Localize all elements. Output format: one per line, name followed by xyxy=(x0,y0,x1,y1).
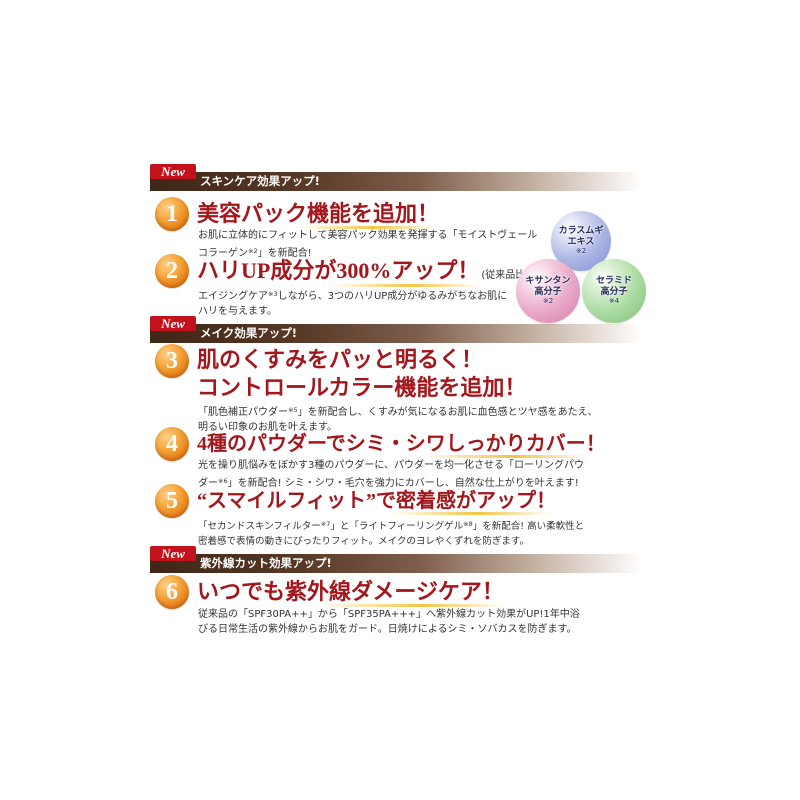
section-header-skincare: スキンケア効果アップ! xyxy=(150,172,642,191)
footnote-mark: ※4 xyxy=(608,297,620,305)
feature-title-4: 4種のパウダーでシミ・シワしっかりカバー！ xyxy=(197,433,606,455)
feature-title-2: ハリUP成分が300%アップ！(従来品比) xyxy=(197,257,529,290)
footnote-mark: ※3 xyxy=(268,290,278,298)
description-line: お肌に立体的にフィットして美容パック効果を発揮する「モイストヴェール xyxy=(198,229,538,244)
ingredient-name: 高分子 xyxy=(600,286,628,297)
number-badge-6: 6 xyxy=(155,575,189,609)
footnote-mark: ※8 xyxy=(463,520,473,528)
description-line: ダー※6」を新配合! シミ・シワ・毛穴を強力にカバーし、自然な仕上がりを叶えます… xyxy=(198,474,608,492)
description-text: エイジングケア xyxy=(198,291,268,302)
footnote-mark: ※2 xyxy=(575,247,587,255)
description-text: 」を新配合! xyxy=(257,247,312,259)
feature-description-3: 「肌色補正パウダー※5」を新配合し、くすみが気になるお肌に血色感とツヤ感をあたえ… xyxy=(198,403,608,435)
description-text: ダー xyxy=(198,477,218,489)
section-heading: スキンケア効果アップ! xyxy=(200,174,320,188)
description-text: しながら、3つのハリUP成分がゆるみがちなお肌に xyxy=(277,291,508,302)
section-heading: 紫外線カット効果アップ! xyxy=(200,556,332,570)
feature-title-text: ハリUP成分が300%アップ！ xyxy=(197,258,480,283)
description-text: 「セカンドスキンフィルター xyxy=(198,521,321,532)
ingredient-name: 高分子 xyxy=(534,286,562,297)
description-text: ハリを与えます。 xyxy=(198,305,277,317)
description-line: 「肌色補正パウダー※5」を新配合し、くすみが気になるお肌に血色感とツヤ感をあたえ… xyxy=(198,403,608,421)
description-line: 光を操り肌悩みをぼかす3種のパウダーに、パウダーを均一化させる「ローリングパウ xyxy=(198,459,608,474)
title-highlight-underline xyxy=(390,512,550,515)
ingredient-sphere-ceramide: セラミド 高分子 ※4 xyxy=(582,259,646,323)
description-text: 」を新配合! 高い柔軟性と xyxy=(472,521,585,532)
description-text: お肌に立体的にフィットして美容パック効果を発揮する「モイストヴェール xyxy=(198,230,538,241)
number-badge-1: 1 xyxy=(155,197,189,231)
description-text: 光を操り肌悩みをぼかす3種のパウダーに、パウダーを均一化させる「ローリングパウ xyxy=(198,460,585,471)
section-header-uv: 紫外線カット効果アップ! xyxy=(150,554,642,573)
feature-description-2: エイジングケア※3しながら、3つのハリUP成分がゆるみがちなお肌に ハリを与えま… xyxy=(198,287,538,319)
ingredient-name: エキス xyxy=(567,236,595,247)
section-heading: メイク効果アップ! xyxy=(200,326,298,340)
number-badge-5: 5 xyxy=(155,484,189,518)
number-badge-4: 4 xyxy=(155,427,189,461)
number-badge-2: 2 xyxy=(155,254,189,288)
feature-description-6: 従来品の「SPF30PA++」から「SPF35PA+++」へ紫外線カット効果がU… xyxy=(198,608,608,637)
description-text: コラーゲン xyxy=(198,247,248,259)
ingredient-name: セラミド xyxy=(595,276,632,286)
footnote-mark: ※7 xyxy=(320,520,331,528)
new-badge: New xyxy=(150,546,196,561)
feature-title-6: いつでも紫外線ダメージケア！ xyxy=(197,579,504,604)
ingredient-name: キサンタン xyxy=(525,276,571,286)
feature-title-5: “スマイルフィット”で密着感がアップ！ xyxy=(197,490,556,512)
new-badge: New xyxy=(150,164,196,179)
description-line: ハリを与えます。 xyxy=(198,305,538,320)
description-text: 明るい印象のお肌を叶えます。 xyxy=(198,421,337,433)
description-text: 」を新配合し、くすみが気になるお肌に血色感とツヤ感をあたえ、 xyxy=(297,407,598,418)
feature-description-4: 光を操り肌悩みをぼかす3種のパウダーに、パウダーを均一化させる「ローリングパウ … xyxy=(198,459,608,491)
description-text: 」と「ライトフィーリングゲル xyxy=(330,521,464,532)
feature-title-1: 美容パック機能を追加！ xyxy=(197,201,440,226)
ingredient-name: カラスムギ xyxy=(558,226,604,236)
feature-title-3: 肌のくすみをパッと明るく！ xyxy=(197,347,484,372)
description-text: 」を新配合! シミ・シワ・毛穴を強力にカバーし、自然な仕上がりを叶えます! xyxy=(227,477,579,489)
new-badge: New xyxy=(150,316,196,331)
title-highlight-underline xyxy=(420,455,590,458)
description-line: エイジングケア※3しながら、3つのハリUP成分がゆるみがちなお肌に xyxy=(198,287,538,305)
title-highlight-underline xyxy=(320,604,505,607)
title-highlight-underline xyxy=(330,284,480,287)
footnote-mark: ※5 xyxy=(288,406,298,414)
footnote-mark: ※6 xyxy=(218,476,228,485)
description-line: 従来品の「SPF30PA++」から「SPF35PA+++」へ紫外線カット効果がU… xyxy=(198,608,608,623)
description-text: 「肌色補正パウダー xyxy=(198,407,288,418)
ingredient-sphere-xanthan: キサンタン 高分子 ※2 xyxy=(516,259,580,323)
description-text: 密着感で表情の動きにぴったりフィット。メイクのヨレやくずれを防ぎます。 xyxy=(198,535,529,547)
feature-description-1: お肌に立体的にフィットして美容パック効果を発揮する「モイストヴェール コラーゲン… xyxy=(198,229,538,261)
description-line: 明るい印象のお肌を叶えます。 xyxy=(198,421,608,436)
comparison-note: (従来品比) xyxy=(481,270,530,281)
description-line: びる日常生活の紫外線からお肌をガード。日焼けによるシミ・ソバカスを防ぎます。 xyxy=(198,623,608,638)
description-line: コラーゲン※2」を新配合! xyxy=(198,244,538,262)
description-line: 密着感で表情の動きにぴったりフィット。メイクのヨレやくずれを防ぎます。 xyxy=(198,535,608,550)
description-text: 従来品の「SPF30PA++」から「SPF35PA+++」へ紫外線カット効果がU… xyxy=(198,609,580,620)
footnote-mark: ※2 xyxy=(542,297,554,305)
number-badge-3: 3 xyxy=(155,344,189,378)
title-highlight-underline xyxy=(300,226,435,229)
feature-description-5: 「セカンドスキンフィルター※7」と「ライトフィーリングゲル※8」を新配合! 高い… xyxy=(198,517,608,549)
description-text: びる日常生活の紫外線からお肌をガード。日焼けによるシミ・ソバカスを防ぎます。 xyxy=(198,623,577,635)
section-header-makeup: メイク効果アップ! xyxy=(150,324,642,343)
description-line: 「セカンドスキンフィルター※7」と「ライトフィーリングゲル※8」を新配合! 高い… xyxy=(198,517,608,535)
footnote-mark: ※2 xyxy=(248,246,258,255)
feature-title-3-line2: コントロールカラー機能を追加！ xyxy=(197,375,527,400)
